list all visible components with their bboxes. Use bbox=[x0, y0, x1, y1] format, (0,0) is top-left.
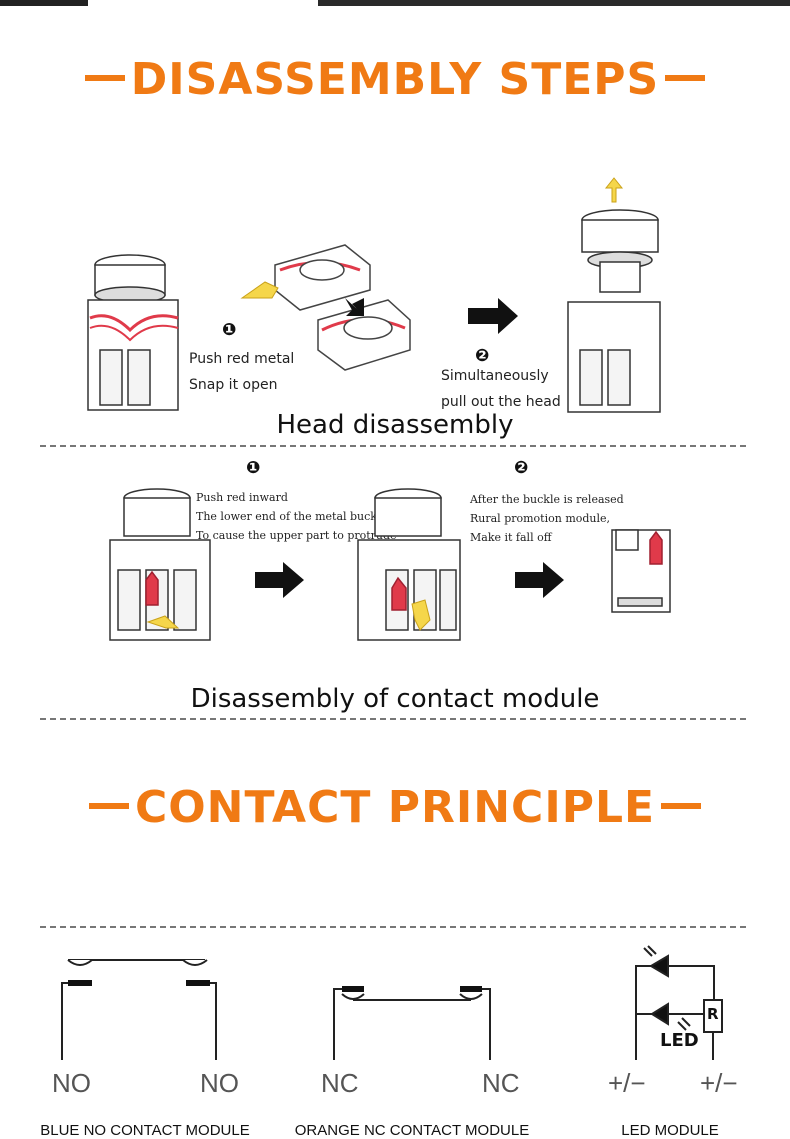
disassembly-title-text: DISASSEMBLY STEPS bbox=[130, 54, 660, 105]
diode-icon bbox=[650, 1002, 669, 1026]
metal-clip-illustration bbox=[274, 244, 411, 371]
no-right-label: NO bbox=[200, 1068, 239, 1098]
module-step2-line2: Rural promotion module, bbox=[470, 512, 611, 525]
head-step1-line2: Snap it open bbox=[189, 377, 278, 393]
module-step2-line1: After the buckle is released bbox=[470, 493, 624, 506]
module-step1-text: Push red inward The lower end of the met… bbox=[196, 488, 397, 545]
disassembly-title: DISASSEMBLY STEPS bbox=[0, 54, 790, 105]
push-button-module-left bbox=[109, 488, 211, 641]
head-step1-number: ❶ bbox=[222, 320, 237, 340]
head-step2-line2: pull out the head bbox=[441, 394, 561, 410]
diode-icon bbox=[649, 954, 669, 978]
resistor-label: R bbox=[707, 1005, 719, 1023]
led-text: LED bbox=[660, 1030, 699, 1051]
arrow-yellow-icon bbox=[240, 281, 279, 299]
title-dash-right bbox=[665, 75, 706, 81]
arrow-right-icon bbox=[468, 298, 518, 334]
led-left-label: +/− bbox=[608, 1068, 646, 1098]
arrow-yellow-icon bbox=[146, 615, 180, 629]
module-step1-line1: Push red inward bbox=[196, 491, 288, 504]
head-disassembly-caption: Head disassembly bbox=[276, 410, 514, 440]
head-step2-number: ❷ bbox=[475, 346, 490, 366]
detached-module-illustration bbox=[611, 529, 671, 613]
push-button-illustration bbox=[87, 254, 179, 411]
nc-contact-symbol bbox=[333, 986, 491, 1060]
arrow-right-icon bbox=[515, 562, 564, 598]
module-step1-number: ❶ bbox=[246, 458, 261, 478]
led-module-label: LED MODULE bbox=[621, 1122, 719, 1139]
title-dash-left bbox=[88, 803, 129, 809]
arrow-yellow-icon bbox=[411, 599, 431, 631]
title-dash-right bbox=[661, 803, 702, 809]
head-step1-text: Push red metal Snap it open bbox=[189, 346, 294, 398]
nc-left-label: NC bbox=[321, 1068, 359, 1098]
module-step2-line3: Make it fall off bbox=[470, 531, 552, 544]
led-right-label: +/− bbox=[700, 1068, 738, 1098]
arrow-diagonal-icon bbox=[345, 298, 364, 316]
nc-right-label: NC bbox=[482, 1068, 520, 1098]
head-step1-line1: Push red metal bbox=[189, 351, 295, 367]
contact-symbols bbox=[61, 945, 723, 1060]
top-bar-left bbox=[0, 0, 88, 6]
led-symbol bbox=[635, 945, 723, 1060]
head-disassembly-illustration bbox=[87, 177, 661, 413]
module-step1-line3: To cause the upper part to protrude bbox=[196, 529, 397, 542]
title-dash-left bbox=[84, 75, 125, 81]
module-disassembly-illustration bbox=[109, 488, 671, 641]
arrow-right-icon bbox=[255, 562, 304, 598]
no-module-label: BLUE NO CONTACT MODULE bbox=[40, 1122, 250, 1139]
head-removed-illustration bbox=[567, 209, 661, 413]
divider-1 bbox=[40, 445, 746, 447]
divider-3 bbox=[40, 926, 746, 928]
nc-module-label: ORANGE NC CONTACT MODULE bbox=[294, 1122, 530, 1139]
head-step2-text: Simultaneously pull out the head bbox=[441, 363, 561, 415]
module-step1-line2: The lower end of the metal buckle, bbox=[196, 510, 391, 523]
divider-2 bbox=[40, 718, 746, 720]
module-disassembly-caption: Disassembly of contact module bbox=[190, 684, 600, 714]
arrow-up-icon bbox=[604, 177, 624, 203]
head-step2-line1: Simultaneously bbox=[441, 368, 549, 384]
contact-title: CONTACT PRINCIPLE bbox=[0, 782, 790, 833]
module-step2-text: After the buckle is released Rural promo… bbox=[470, 490, 624, 547]
module-step2-number: ❷ bbox=[514, 458, 529, 478]
push-button-module-middle bbox=[357, 488, 461, 641]
no-left-label: NO bbox=[52, 1068, 91, 1098]
top-bar-right bbox=[318, 0, 790, 6]
contact-title-text: CONTACT PRINCIPLE bbox=[134, 782, 656, 833]
no-contact-symbol bbox=[61, 959, 217, 1060]
